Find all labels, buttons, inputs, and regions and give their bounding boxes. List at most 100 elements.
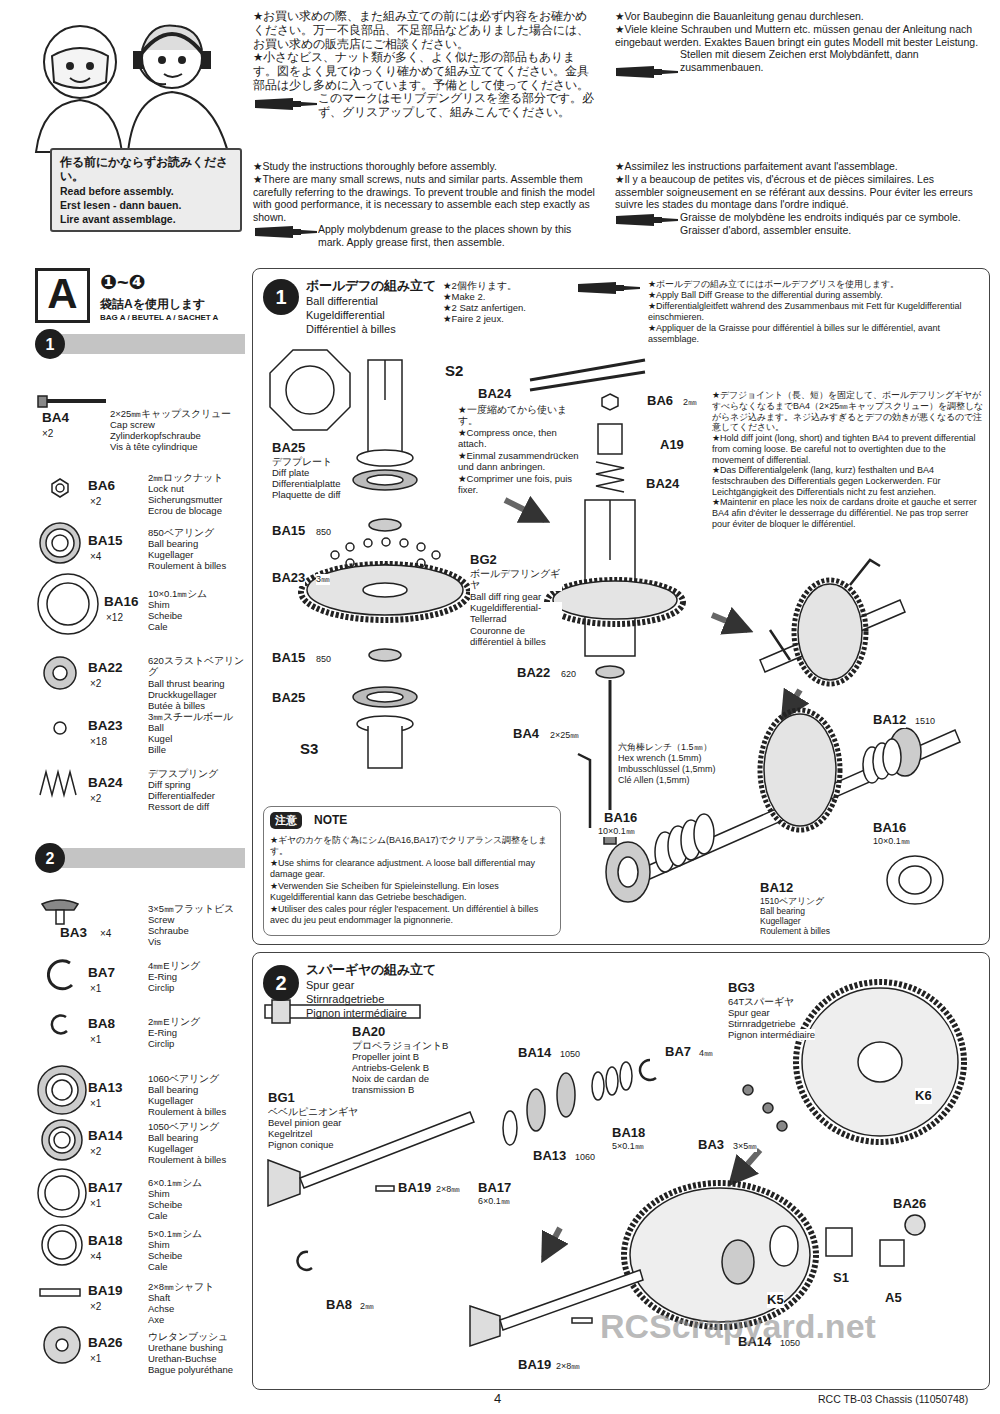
label-text: Shim (148, 1188, 170, 1199)
read-first-sign: 作る前にかならずお読みください。Read before assembly.Ers… (50, 148, 242, 232)
label-text: Shaft (148, 1292, 170, 1303)
label-text: ×2 (90, 496, 101, 508)
ball-diff-drawing (417, 543, 425, 551)
label-text: Kegelritzel (268, 1128, 312, 1139)
step-bar (50, 848, 245, 868)
label-text: Roulement à billes (148, 1154, 226, 1165)
label-text: Kugeldifferential-Tellerrad (470, 602, 562, 625)
label-text: 850 (316, 654, 331, 665)
part-code: BA18 (612, 1125, 645, 1141)
box-text: ★Utiliser des cales pour régler l'espace… (270, 904, 554, 926)
spur-gear-drawing (770, 1226, 798, 1266)
label-text: 10×0.1㎜ (873, 836, 910, 847)
label-text: Vis (148, 936, 161, 947)
watermark: RCScrapyard.net (600, 1306, 876, 1347)
ball-diff-drawing (883, 739, 901, 775)
label-text: ×2 (90, 1146, 101, 1158)
part-code: BA24 (88, 775, 123, 791)
label-text: ★Il y a beaucoup de petites vis, d'écrou… (615, 173, 985, 211)
part-icon (42, 1120, 82, 1160)
step-number: 2 (35, 843, 65, 873)
ball-diff-drawing (606, 842, 650, 902)
part-code: K6 (915, 1088, 932, 1104)
ball-diff-drawing (367, 692, 403, 702)
label-text: Antriebs-Gelenk B (352, 1062, 429, 1073)
ball-diff-drawing (369, 519, 401, 531)
note-box: 注意NOTE★ギヤのカケを防ぐ為にシム(BA16,BA17)でクリアランス調整を… (263, 806, 561, 936)
part-icon (46, 1074, 78, 1106)
part-code: BA26 (88, 1335, 123, 1351)
ball-diff-drawing (346, 543, 354, 551)
part-icon (38, 396, 47, 407)
label-text: Kugellager (760, 916, 801, 926)
label-text: Kugel (148, 733, 172, 744)
label-text: 3×5㎜ (733, 1141, 757, 1152)
mascot-cartoon (67, 63, 73, 69)
part-icon (49, 1127, 75, 1153)
step-number: 1 (263, 279, 299, 315)
label-text: ★Einmal zusammendrücken und dann anbring… (458, 450, 583, 473)
mascot-cartoon (44, 26, 116, 98)
part-icon (38, 574, 98, 634)
ball-diff-drawing (286, 366, 334, 414)
label-text: 4㎜ (699, 1048, 713, 1059)
part-code: BG3 (728, 980, 755, 996)
ball-diff-drawing (357, 450, 413, 466)
spur-gear-drawing (722, 1240, 754, 1284)
mascot-cartoon (140, 68, 166, 84)
label-text: 2㎜Eリング (148, 1016, 200, 1027)
part-code: ❶~❹ (100, 270, 146, 294)
part-code: S3 (300, 740, 318, 758)
step-number: 1 (35, 329, 65, 359)
label-text: Scheibe (148, 610, 182, 621)
part-code: BA22 (88, 660, 123, 676)
label-text: ★2個作ります。 (443, 280, 517, 291)
part-icon (47, 583, 89, 625)
ball-diff-drawing (770, 560, 880, 660)
label-text: ×4 (90, 551, 101, 563)
part-icon (53, 666, 67, 680)
label-text: Screw (148, 914, 174, 925)
part-code: S1 (833, 1270, 849, 1286)
ball-diff-drawing (400, 539, 408, 547)
label-text: 4 (494, 1391, 501, 1407)
part-code: BA22 (517, 665, 550, 681)
part-code: BA25 (272, 690, 305, 706)
bag-letter-box: A (35, 268, 90, 323)
label-text: Ball (148, 722, 164, 733)
label-text: 1510 (915, 716, 935, 727)
spur-gear-drawing (620, 1062, 632, 1090)
label-text: ×2 (90, 678, 101, 690)
spur-gear-drawing (272, 1000, 290, 1023)
label-text: ★お買い求めの際、また組み立ての前には必ず内容をお確かめください。万一不良部品、… (253, 10, 598, 51)
spur-gear-drawing (265, 982, 964, 1346)
label-text: Sicherungsmutter (148, 494, 222, 505)
label-text: Shim (148, 1239, 170, 1250)
part-icon (42, 1225, 82, 1265)
label-text: ×4 (90, 1251, 101, 1263)
part-code: BA16 (604, 810, 637, 826)
spur-gear-drawing (905, 1215, 925, 1235)
ball-diff-drawing (331, 551, 339, 559)
label-text: Achse (148, 1303, 174, 1314)
part-code: BA24 (646, 476, 679, 492)
label-text: Roulement à billes (148, 1106, 226, 1117)
label-text: 2×25㎜ (550, 730, 579, 741)
label-text: 6×0.1㎜シム (148, 1177, 202, 1188)
label-text: 2×25㎜キャップスクリュー (110, 408, 231, 419)
ball-diff-drawing (307, 565, 463, 615)
part-code: A19 (660, 437, 684, 453)
part-code: BA7 (88, 965, 115, 981)
label-text: Ball thrust bearing (148, 678, 225, 689)
label-text: Scheibe (148, 1199, 182, 1210)
label-text: ★Apply Ball Diff Grease to the different… (648, 290, 883, 301)
label-text: Roulement à billes (760, 926, 830, 936)
label-text: RCC TB-03 Chassis (11050748) (818, 1393, 968, 1406)
spur-gear-drawing (802, 988, 958, 1136)
label-text: Spur gear (728, 1007, 770, 1018)
label-text: Butée à billes (148, 700, 205, 711)
label-text: デフプレート (272, 456, 332, 467)
label-text: デフスプリング (148, 768, 218, 779)
label-text: 2×8㎜ (556, 1361, 580, 1372)
part-code: BA23 (272, 570, 305, 586)
